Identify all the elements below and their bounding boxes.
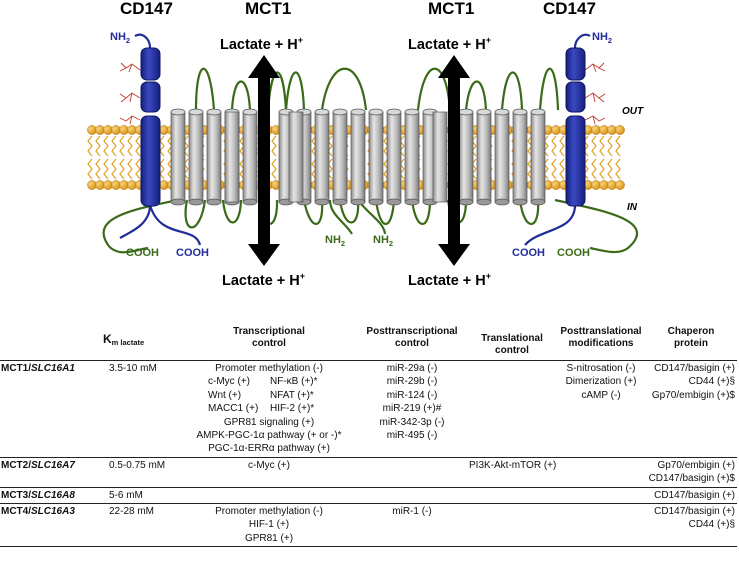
lactate-transport-arrow-left bbox=[248, 55, 280, 266]
translational-cell bbox=[467, 360, 557, 458]
helix-cylinder bbox=[314, 108, 330, 206]
posttranslational-cell bbox=[557, 456, 645, 488]
translational-cell bbox=[467, 503, 557, 548]
lactate-transport-arrow-right bbox=[438, 55, 470, 266]
cd147-right-protein bbox=[565, 47, 586, 207]
helix-cylinder bbox=[432, 111, 448, 203]
posttranscriptional-cell bbox=[357, 486, 467, 504]
helix-cylinder bbox=[188, 108, 204, 206]
translational-cell: PI3K-Akt-mTOR (+) bbox=[467, 456, 557, 488]
header-translational: Translational control bbox=[467, 325, 557, 361]
translational-cell bbox=[467, 486, 557, 504]
helix-cylinder bbox=[404, 108, 420, 206]
mct-regulation-table: Km lactate Transcriptional control Postt… bbox=[0, 325, 739, 548]
out-label: OUT bbox=[622, 106, 644, 117]
posttranscriptional-cell bbox=[357, 456, 467, 488]
helix-cylinder bbox=[242, 108, 258, 206]
nh2-mct1-left: NH2 bbox=[325, 234, 345, 248]
cooh-cd147-right: COOH bbox=[512, 247, 545, 259]
helix-cylinder bbox=[332, 108, 348, 206]
isoform-cell: MCT4/SLC16A3 bbox=[0, 503, 95, 548]
km-cell: 22-28 mM bbox=[95, 503, 181, 548]
chaperon-cell: CD147/basigin (+)CD44 (+)§Gp70/embigin (… bbox=[645, 360, 737, 458]
header-km: Km lactate bbox=[95, 325, 181, 361]
cooh-mct1-right: COOH bbox=[557, 247, 590, 259]
helix-cylinder bbox=[288, 111, 304, 203]
helix-cylinder bbox=[170, 108, 186, 206]
isoform-cell: MCT2/SLC16A7 bbox=[0, 456, 95, 488]
cd147-tails bbox=[119, 33, 591, 246]
cd147-right-label: CD147 bbox=[543, 0, 596, 18]
posttranscriptional-cell: miR-1 (-) bbox=[357, 503, 467, 548]
helix-cylinder bbox=[368, 108, 384, 206]
helix-cylinder bbox=[494, 108, 510, 206]
cooh-cd147-left: COOH bbox=[176, 247, 209, 259]
nh2-cd147-right: NH2 bbox=[592, 31, 612, 45]
posttranslational-cell bbox=[557, 503, 645, 548]
km-cell: 0.5-0.75 mM bbox=[95, 456, 181, 488]
cd147-left-label: CD147 bbox=[120, 0, 173, 18]
lactate-bottom-left: Lactate + H+ bbox=[222, 271, 305, 289]
lactate-top-right: Lactate + H+ bbox=[408, 35, 491, 53]
posttranscriptional-cell: miR-29a (-)miR-29b (-)miR-124 (-)miR-219… bbox=[357, 360, 467, 458]
helix-cylinder bbox=[458, 108, 474, 206]
isoform-cell: MCT3/SLC16A8 bbox=[0, 486, 95, 504]
header-posttranscriptional: Posttranscriptional control bbox=[357, 325, 467, 361]
chaperon-cell: Gp70/embigin (+)CD147/basigin (+)$ bbox=[645, 456, 737, 488]
lactate-bottom-right: Lactate + H+ bbox=[408, 271, 491, 289]
mct1-transmembrane-helices bbox=[170, 108, 546, 206]
mct1-left-label: MCT1 bbox=[245, 0, 291, 18]
header-isoform bbox=[0, 325, 95, 361]
km-cell: 5-6 mM bbox=[95, 486, 181, 504]
header-posttranslational: Posttranslational modifications bbox=[557, 325, 645, 361]
nh2-cd147-left: NH2 bbox=[110, 31, 130, 45]
transcriptional-cell: c-Myc (+) bbox=[181, 456, 357, 488]
cooh-mct1-left: COOH bbox=[126, 247, 159, 259]
mct1-right-label: MCT1 bbox=[428, 0, 474, 18]
chaperon-cell: CD147/basigin (+)CD44 (+)§ bbox=[645, 503, 737, 548]
header-chaperon: Chaperon protein bbox=[645, 325, 737, 361]
glycosylation-chains bbox=[119, 62, 606, 125]
transcriptional-cell: Promoter methylation (-)c-Myc (+)NF-κB (… bbox=[181, 360, 357, 458]
transcriptional-cell bbox=[181, 486, 357, 504]
km-cell: 3.5-10 mM bbox=[95, 360, 181, 458]
in-label: IN bbox=[627, 202, 638, 213]
chaperon-cell: CD147/basigin (+) bbox=[645, 486, 737, 504]
mct-membrane-diagram: CD147 MCT1 MCT1 CD147 Lactate + H+ Lacta… bbox=[87, 0, 644, 289]
cd147-left-protein bbox=[140, 47, 161, 207]
helix-cylinder bbox=[530, 108, 546, 206]
helix-cylinder bbox=[476, 108, 492, 206]
helix-cylinder bbox=[386, 108, 402, 206]
helix-cylinder bbox=[350, 108, 366, 206]
helix-cylinder bbox=[206, 108, 222, 206]
helix-cylinder bbox=[224, 111, 240, 203]
posttranslational-cell: S-nitrosation (-)Dimerization (+)cAMP (-… bbox=[557, 360, 645, 458]
transcriptional-cell: Promoter methylation (-)HIF-1 (+)GPR81 (… bbox=[181, 503, 357, 548]
nh2-mct1-right: NH2 bbox=[373, 234, 393, 248]
lactate-top-left: Lactate + H+ bbox=[220, 35, 303, 53]
isoform-cell: MCT1/SLC16A1 bbox=[0, 360, 95, 458]
helix-cylinder bbox=[512, 108, 528, 206]
posttranslational-cell bbox=[557, 486, 645, 504]
header-transcriptional: Transcriptional control bbox=[181, 325, 357, 361]
